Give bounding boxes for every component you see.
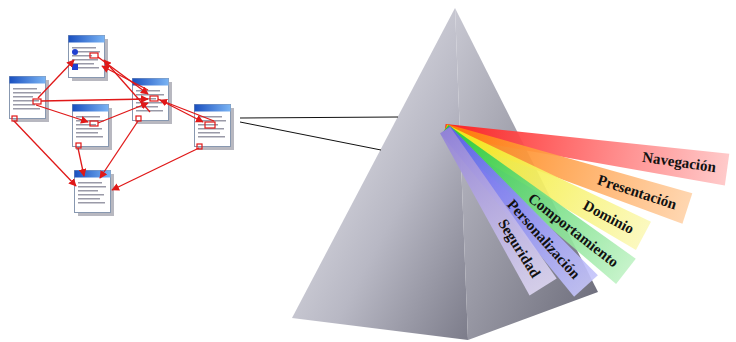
web-page-icons [10,36,235,217]
band-fill [441,126,598,297]
band-fill [440,127,557,296]
page-links [14,57,214,190]
projection-lines [240,117,398,150]
